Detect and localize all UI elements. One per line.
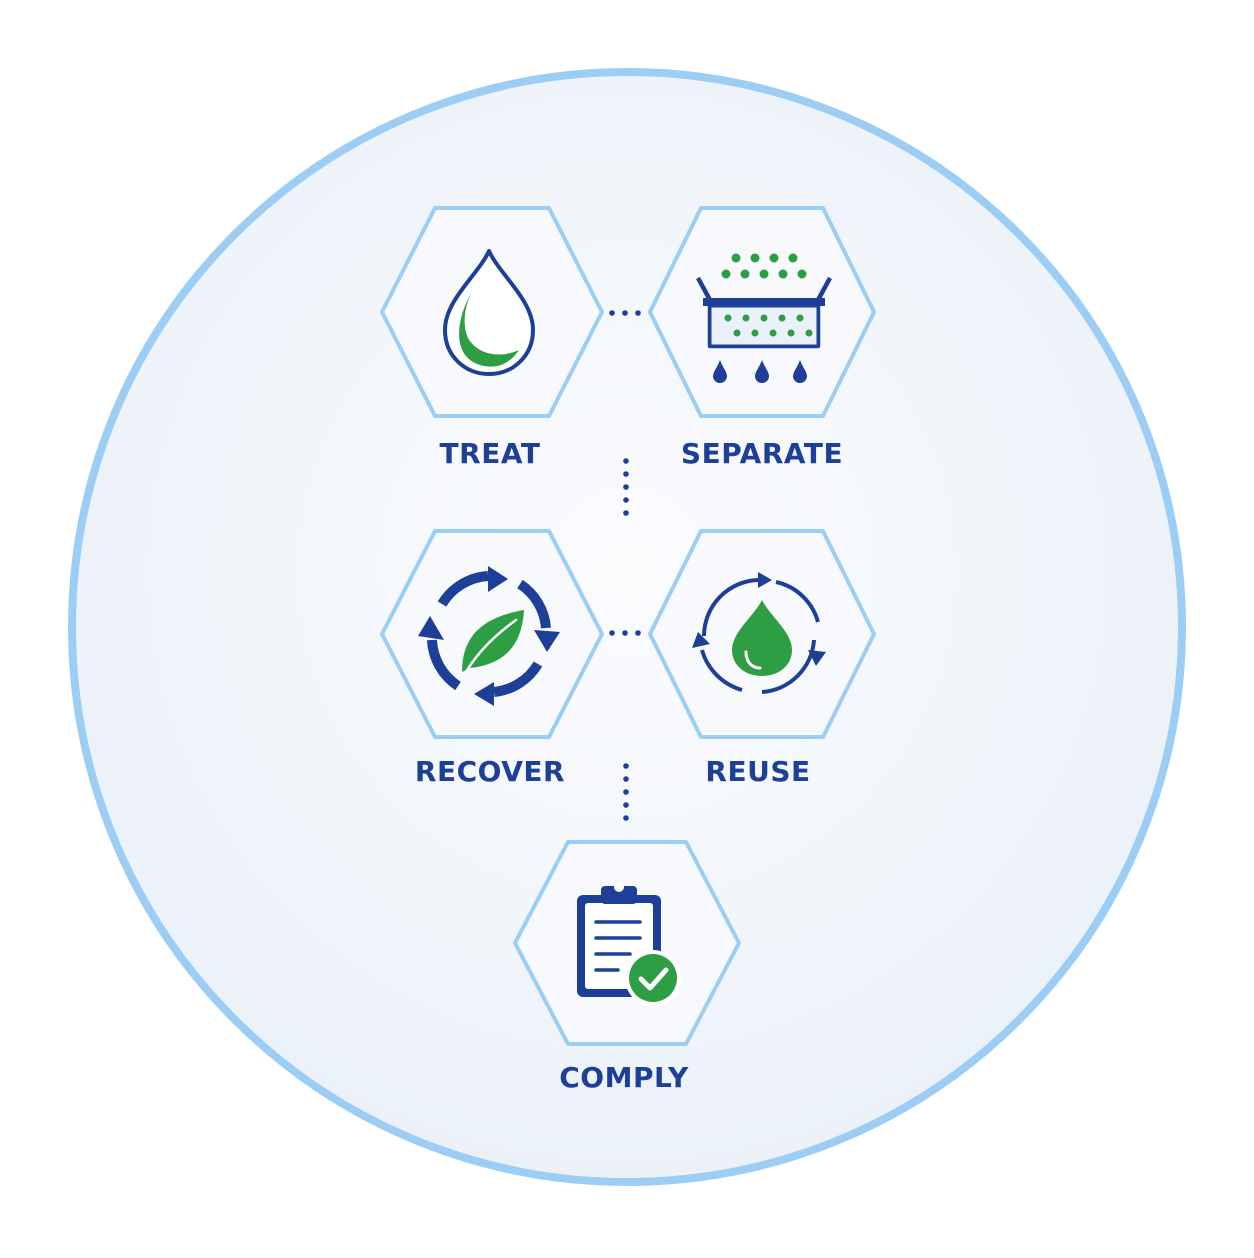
label-separate: SEPARATE <box>680 437 844 470</box>
clipboard-check-icon <box>577 882 681 1006</box>
connectors <box>609 310 641 821</box>
connector-recover-reuse <box>609 630 641 636</box>
water-drop-icon <box>443 249 535 376</box>
filter-basin-icon <box>696 253 832 383</box>
connector-treat-separate <box>609 310 641 316</box>
label-recover: RECOVER <box>414 755 566 788</box>
recycle-leaf-icon <box>418 566 560 706</box>
outer-circle <box>68 68 1186 1186</box>
label-reuse: REUSE <box>705 755 811 788</box>
label-comply: COMPLY <box>559 1061 689 1094</box>
connector-row1-row2 <box>623 458 629 516</box>
water-cycle-icon <box>692 572 826 694</box>
label-treat: TREAT <box>439 437 541 470</box>
connector-row2-row3 <box>623 763 629 821</box>
